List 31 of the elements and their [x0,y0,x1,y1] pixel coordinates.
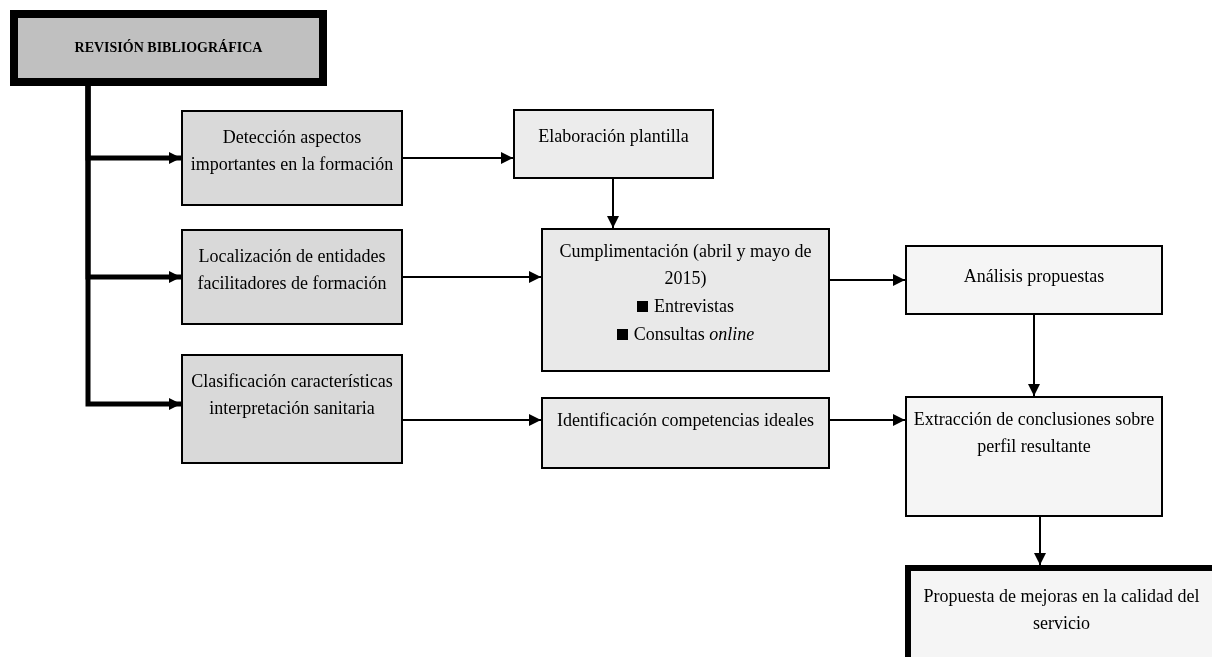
bullet-text: Consultas online [633,323,755,346]
process-box [905,396,1163,517]
arrow [1034,516,1046,566]
process-box [513,109,714,179]
process-box [181,229,403,325]
process-box [541,228,830,372]
process-box [905,565,1212,657]
arrow [829,414,906,426]
arrow [402,152,514,164]
arrow [829,274,906,286]
box-text: Propuesta de mejoras en la calidad del servicio [922,585,1201,635]
arrow [85,86,181,410]
arrow [607,178,619,229]
process-box [541,397,830,469]
box-text: Extracción de conclusiones sobre perfil resultante [912,408,1156,458]
process-box [905,245,1163,315]
process-box [181,354,403,464]
box-text: Análisis propuestas [963,265,1105,288]
process-box [181,110,403,206]
arrow [1028,314,1040,397]
box-text: Clasificación características interpretación sanitaria [190,370,394,420]
box-text: Identificación competencias ideales [557,409,814,432]
arrow [402,271,542,283]
box-text: Cumplimentación (abril y mayo de 2015) [558,240,813,290]
box-text: Detección aspectos importantes en la formación [189,126,395,176]
bullet-text: Entrevistas [654,295,734,318]
box-text: Localización de entidades facilitadores de formación [196,245,388,295]
box-text: Elaboración plantilla [538,125,689,148]
box-heading: REVISIÓN BIBLIOGRÁFICA [74,39,263,57]
arrow [402,414,542,426]
process-box [10,10,327,86]
